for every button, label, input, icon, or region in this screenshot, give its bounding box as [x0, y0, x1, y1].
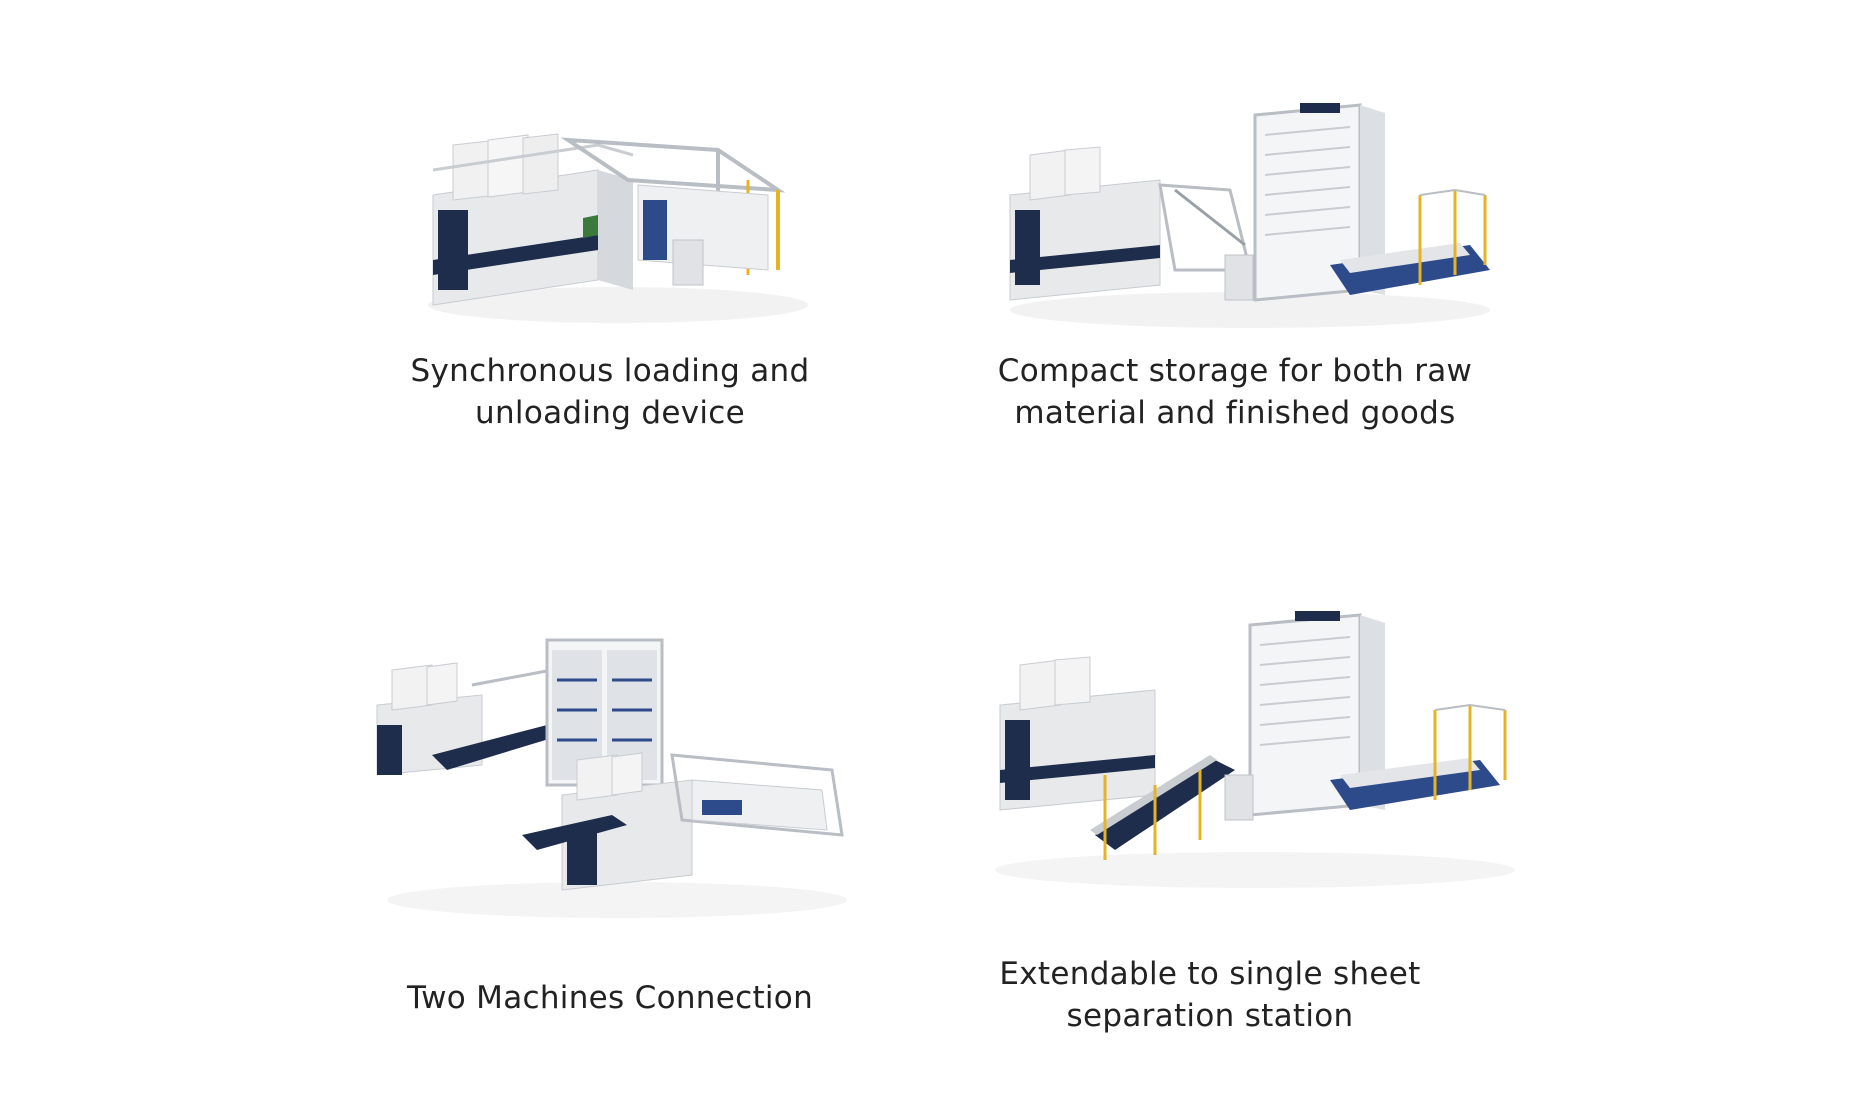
- feature-caption: Extendable to single sheet separation st…: [999, 956, 1421, 1034]
- two-laser-cutters-with-shared-tower-illustration: [376, 638, 847, 918]
- laser-cutter-with-storage-tower-illustration: [1009, 103, 1490, 328]
- feature-caption: Synchronous loading and unloading device: [410, 353, 810, 431]
- feature-caption: Compact storage for both raw material an…: [997, 353, 1473, 431]
- laser-cutter-with-loading-unloading-illustration: [428, 133, 808, 323]
- laser-cutter-with-tower-and-sheet-separation-illustration: [995, 611, 1515, 888]
- feature-caption: Two Machines Connection: [406, 980, 814, 1016]
